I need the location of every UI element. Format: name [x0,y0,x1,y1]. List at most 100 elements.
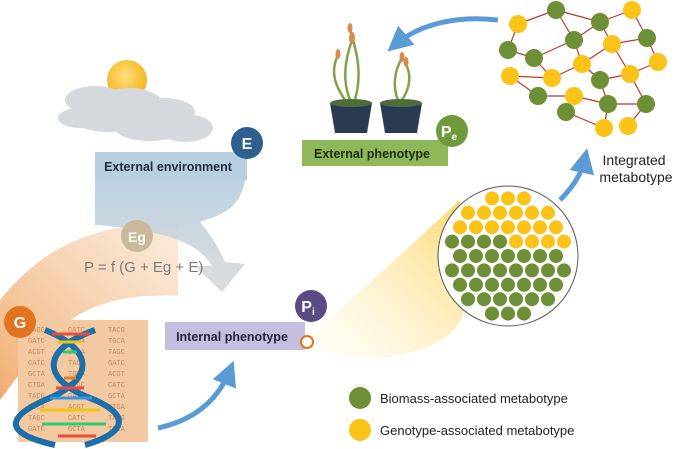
genotype-network-node [543,69,561,87]
genotype-metabolite-dot [517,191,531,206]
biomass-metabolite-dot [517,249,531,263]
dna-letter: TAGC [28,327,45,335]
environment-badge [231,127,263,159]
external-phenotype-label: External phenotype [314,147,430,161]
biomass-metabolite-dot [557,263,571,278]
biomass-metabolite-dot [493,263,507,278]
dna-letter: TAGC [68,382,85,390]
environment-badge-text: E [242,136,253,153]
external-environment-box [95,152,247,180]
genotype-metabolite-dot [477,205,491,220]
dna-helix [12,327,122,448]
dna-letter: GATC [28,426,45,434]
biomass-network-node [599,95,617,113]
dna-letter: CATC [108,382,125,390]
biomass-metabolite-dot [509,292,523,307]
biomass-metabolite-dot [469,277,483,292]
biomass-metabolite-dot [477,292,491,307]
biomass-metabolite-dot [509,263,523,278]
potted-plants-icon [330,23,422,133]
genotype-metabolite-dot [509,205,523,220]
genotype-network-node [595,119,613,137]
dna-letter: GCTA [68,426,86,434]
genotype-metabolite-dot [501,191,515,206]
genotype-metabolite-dot [533,220,547,235]
genotype-network-node [619,117,637,135]
external-phenotype-badge [436,115,468,147]
biomass-network-node [525,49,543,67]
legend-genotype-swatch [349,419,371,441]
biomass-metabolite-dot [541,292,555,307]
sun-cloud-icon [58,60,213,142]
genotype-metabolite-dot [461,205,475,220]
genotype-network-node [623,1,641,19]
biomass-metabolite-dot [453,249,467,263]
dna-letter: CATC [68,415,85,423]
integrated-metabotype-label: Integrated metabotype [599,152,672,185]
genotype-metabolite-dot [469,220,483,235]
dna-letter: GCTA [108,393,126,401]
network-nodes [499,1,667,137]
phenotype-formula: P = f (G + Eg + E) [84,259,203,276]
biomass-metabolite-dot [461,292,475,307]
biomass-network-node [529,87,547,105]
biomass-metabolite-dot [501,277,515,292]
biomass-metabolite-dot [453,277,467,292]
genotype-badge [4,306,36,338]
genotype-network-node [621,65,639,83]
genotype-metabolite-dot [485,220,499,235]
biomass-network-node [638,29,656,47]
dna-letter: CTGA [28,382,46,390]
biomass-network-node [637,95,655,113]
internal-connector [300,335,314,349]
dna-letter: ACGT [28,349,45,357]
biomass-metabolite-dot [493,292,507,307]
legend-genotype-label: Genotype-associated metabotype [380,423,574,438]
dna-letter: ACGT [108,371,125,379]
dna-letter: CATC [68,327,85,335]
dna-letter: GATC [28,338,45,346]
genotype-band [0,224,178,400]
biomass-network-node [565,31,583,49]
genotype-metabolite-dot [501,220,515,235]
biomass-metabolite-dot [533,249,547,263]
legend: Biomass-associated metabotype Genotype-a… [349,387,574,441]
dna-letter: ACGT [68,404,85,412]
biomass-network-node [499,41,517,59]
interaction-badge [121,220,153,252]
genotype-network-node [501,67,519,85]
biomass-metabolite-dot [501,306,515,321]
dna-letter: TGCA [108,338,126,346]
external-phenotype-badge-text: Pe [441,124,458,143]
arrow-circle-to-network [558,148,595,202]
genotype-metabolite-dot [557,234,571,249]
biomass-metabolite-dot [501,249,515,263]
dna-letter: TAGC [28,415,45,423]
genotype-metabolite-dot [493,205,507,220]
genotype-badge-text: G [14,315,26,332]
genotype-metabolite-dot [509,234,523,249]
genotype-metabolite-dot [525,205,539,220]
genotype-metabolite-dot [541,205,555,220]
arrow-network-to-external [387,16,499,52]
biomass-metabolite-dot [533,277,547,292]
biomass-metabolite-dot [461,263,475,278]
genotype-metabolite-dot [453,220,467,235]
biomass-metabolite-dot [549,249,563,263]
legend-biomass-label: Biomass-associated metabotype [380,391,568,406]
biomass-metabolite-dot [445,263,459,278]
dna-letter: GATC [108,360,125,368]
genotype-metabolite-dot [525,234,539,249]
dna-letter: TGCA [28,404,46,412]
internal-phenotype-badge-text: Pi [301,299,315,318]
dna-letter: CATC [28,360,45,368]
biomass-network-node [557,103,575,121]
biomass-network-node [591,71,609,89]
biomass-metabolite-dot [517,306,531,321]
biomass-metabolite-dot [469,249,483,263]
biomass-metabolite-dot [461,234,475,249]
interaction-badge-text: Eg [128,229,146,245]
biomass-metabolite-dot [485,249,499,263]
genotype-metabolite-dot [541,234,555,249]
